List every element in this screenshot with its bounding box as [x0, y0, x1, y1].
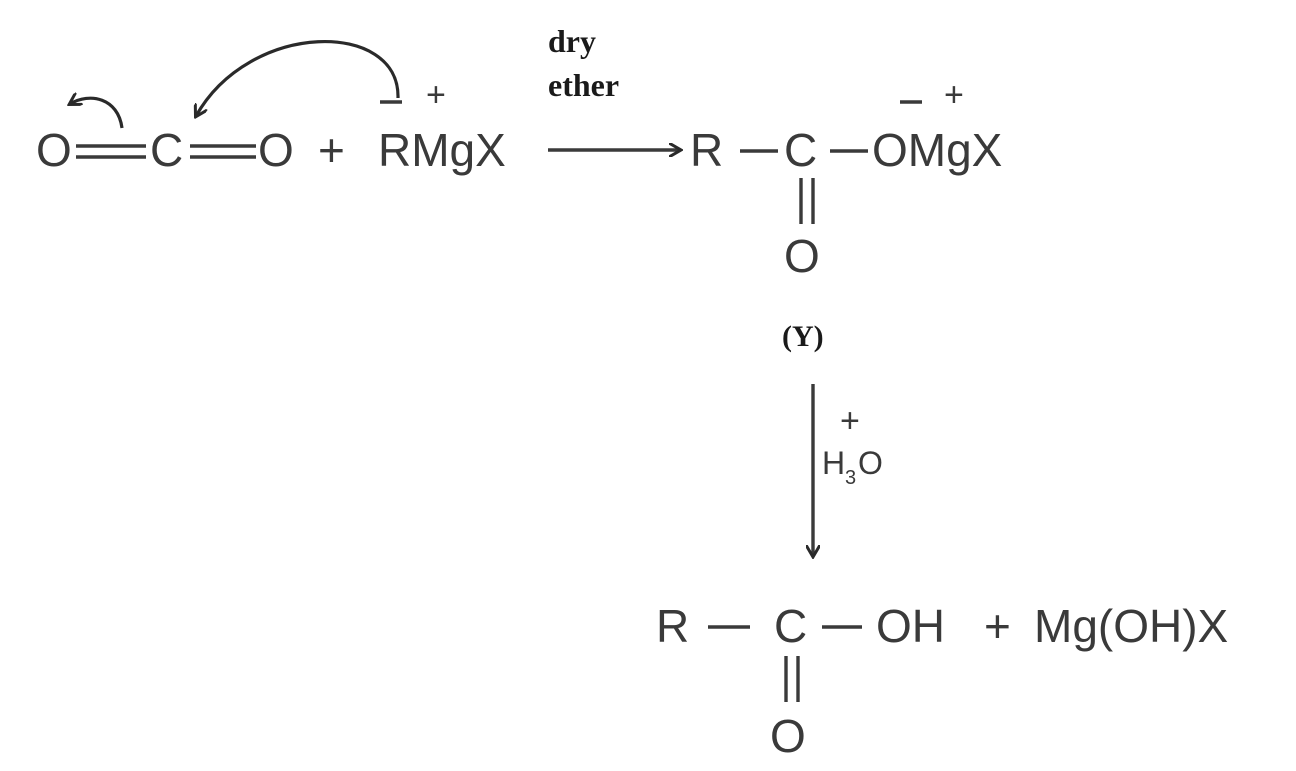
- curly-arrow-nucleophilic-attack: [196, 39, 400, 116]
- plus-sign-products: +: [984, 600, 1011, 652]
- product-carbon: C: [774, 600, 807, 652]
- co2-oxygen-right: O: [258, 124, 294, 176]
- co2-oxygen-left: O: [36, 124, 72, 176]
- product-r: R: [656, 600, 689, 652]
- condition-dry: dry: [548, 23, 596, 59]
- grignard-positive-charge: +: [426, 76, 446, 114]
- intermediate-r: R: [690, 124, 723, 176]
- grignard-reagent: RMgX: [378, 124, 506, 176]
- curly-arrow-pi-bond: [70, 98, 124, 129]
- hydronium-h: H: [822, 445, 845, 481]
- condition-ether: ether: [548, 67, 619, 103]
- hydronium-o: O: [858, 445, 883, 481]
- product-hydroxyl: OH: [876, 600, 945, 652]
- intermediate-carbon: C: [784, 124, 817, 176]
- product-carbonyl-oxygen: O: [770, 710, 806, 762]
- intermediate-label: (Y): [782, 320, 824, 353]
- byproduct-mg-oh-x: Mg(OH)X: [1034, 600, 1228, 652]
- intermediate-omgx: OMgX: [872, 124, 1002, 176]
- co2-carbon: C: [150, 124, 183, 176]
- intermediate-positive-charge: +: [944, 76, 964, 114]
- hydronium-positive-charge: +: [840, 402, 860, 440]
- plus-sign-reactants: +: [318, 124, 345, 176]
- intermediate-carbonyl-oxygen: O: [784, 230, 820, 282]
- hydronium-subscript: 3: [845, 467, 856, 489]
